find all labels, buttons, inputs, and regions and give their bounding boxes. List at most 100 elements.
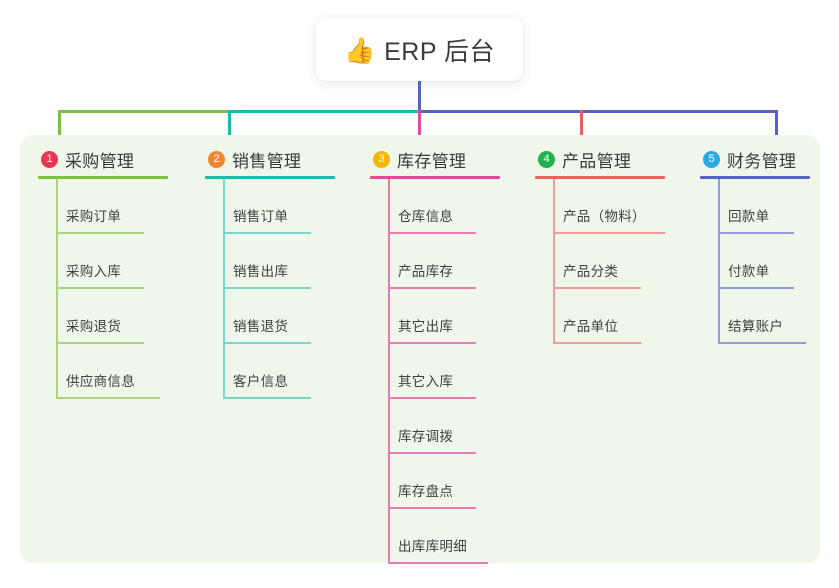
leaf-item-underline [56, 342, 144, 344]
leaf-item[interactable]: 销售退货 [223, 289, 355, 344]
leaf-item[interactable]: 付款单 [718, 234, 830, 289]
leaf-item-underline [718, 342, 806, 344]
branch-title: 库存管理 [397, 151, 467, 171]
branch-spine [56, 179, 58, 399]
leaf-item-underline [553, 342, 641, 344]
diagram-panel [20, 135, 820, 563]
leaf-item-label: 库存盘点 [398, 484, 454, 499]
leaf-item-underline [553, 287, 641, 289]
leaf-item[interactable]: 出库库明细 [388, 509, 520, 564]
branch-title: 财务管理 [727, 151, 797, 171]
leaf-item-underline [388, 232, 476, 234]
root-node[interactable]: 👍 ERP 后台 [316, 18, 523, 81]
branch-drop-3 [418, 110, 421, 136]
leaf-item-label: 销售出库 [233, 264, 289, 279]
branch-header-4[interactable]: 4 产品管理 [535, 147, 685, 171]
leaf-item-underline [56, 232, 144, 234]
leaf-item[interactable]: 销售出库 [223, 234, 355, 289]
leaf-item[interactable]: 客户信息 [223, 344, 355, 399]
branch-drop-4 [580, 110, 583, 136]
leaf-item-underline [56, 397, 160, 399]
leaf-item-underline [223, 232, 311, 234]
leaf-item-label: 采购入库 [66, 264, 122, 279]
leaf-item-underline [56, 287, 144, 289]
leaf-item-underline [388, 397, 476, 399]
leaf-item-underline [223, 397, 311, 399]
thumbs-up-icon: 👍 [343, 36, 376, 65]
leaf-item-underline [388, 562, 488, 564]
leaf-item-label: 结算账户 [728, 319, 784, 334]
leaf-item-underline [388, 287, 476, 289]
branch-title: 采购管理 [65, 151, 135, 171]
leaf-item[interactable]: 库存调拨 [388, 399, 520, 454]
leaf-item-label: 供应商信息 [66, 374, 135, 389]
leaf-item-underline [388, 342, 476, 344]
leaf-item-label: 付款单 [728, 264, 770, 279]
branch-header-3[interactable]: 3 库存管理 [370, 147, 520, 171]
leaf-item[interactable]: 其它入库 [388, 344, 520, 399]
branch-column-5: 5 财务管理回款单付款单结算账户 [700, 147, 830, 344]
leaf-item[interactable]: 采购退货 [56, 289, 188, 344]
branch-header-5[interactable]: 5 财务管理 [700, 147, 830, 171]
branch-leaf-list: 销售订单销售出库销售退货客户信息 [205, 179, 355, 399]
branch-spine [223, 179, 225, 399]
branch-leaf-list: 采购订单采购入库采购退货供应商信息 [38, 179, 188, 399]
leaf-item-label: 回款单 [728, 209, 770, 224]
leaf-item-label: 采购订单 [66, 209, 122, 224]
branch-header-1[interactable]: 1 采购管理 [38, 147, 188, 171]
root-node-title: ERP 后台 [384, 37, 496, 66]
branch-spine [553, 179, 555, 344]
branch-leaf-list: 仓库信息产品库存其它出库其它入库库存调拨库存盘点出库库明细 [370, 179, 520, 564]
trunk-segment-blue [418, 110, 776, 113]
leaf-item[interactable]: 销售订单 [223, 179, 355, 234]
leaf-item-label: 仓库信息 [398, 209, 454, 224]
branch-leaf-list: 产品（物料） 产品分类产品单位 [535, 179, 685, 344]
branch-spine [388, 179, 390, 564]
branch-number-badge: 3 [373, 150, 390, 168]
leaf-item-label: 销售订单 [233, 209, 289, 224]
branch-number-badge: 2 [208, 150, 225, 168]
leaf-item[interactable]: 采购入库 [56, 234, 188, 289]
leaf-item-label: 采购退货 [66, 319, 122, 334]
leaf-item[interactable]: 产品单位 [553, 289, 685, 344]
branch-number-badge: 1 [41, 150, 58, 168]
leaf-item[interactable]: 其它出库 [388, 289, 520, 344]
leaf-item[interactable]: 仓库信息 [388, 179, 520, 234]
leaf-item-label: 产品分类 [563, 264, 619, 279]
leaf-item[interactable]: 采购订单 [56, 179, 188, 234]
branch-title: 产品管理 [562, 151, 632, 171]
leaf-item-label: 产品库存 [398, 264, 454, 279]
leaf-item-label: 客户信息 [233, 374, 289, 389]
leaf-item-label: 产品（物料） [563, 209, 646, 224]
leaf-item-underline [223, 342, 311, 344]
branch-underline [370, 176, 500, 179]
leaf-item[interactable]: 回款单 [718, 179, 830, 234]
branch-number-badge: 4 [538, 150, 555, 168]
leaf-item[interactable]: 产品（物料） [553, 179, 685, 234]
leaf-item[interactable]: 产品库存 [388, 234, 520, 289]
branch-column-1: 1 采购管理采购订单采购入库采购退货供应商信息 [38, 147, 188, 399]
branch-number-badge: 5 [703, 150, 720, 168]
leaf-item-label: 其它出库 [398, 319, 454, 334]
leaf-item-underline [553, 232, 665, 234]
branch-title: 销售管理 [232, 151, 302, 171]
branch-drop-2 [228, 110, 231, 136]
trunk-segment-teal [228, 110, 420, 113]
leaf-item[interactable]: 产品分类 [553, 234, 685, 289]
leaf-item[interactable]: 库存盘点 [388, 454, 520, 509]
branch-drop-5 [775, 110, 778, 136]
leaf-item[interactable]: 结算账户 [718, 289, 830, 344]
branch-leaf-list: 回款单付款单结算账户 [700, 179, 830, 344]
leaf-item-underline [718, 287, 794, 289]
leaf-item-underline [223, 287, 311, 289]
leaf-item-underline [718, 232, 794, 234]
root-stem-connector [418, 81, 421, 111]
branch-header-2[interactable]: 2 销售管理 [205, 147, 355, 171]
branch-underline [700, 176, 810, 179]
branch-underline [205, 176, 335, 179]
branch-column-3: 3 库存管理仓库信息产品库存其它出库其它入库库存调拨库存盘点出库库明细 [370, 147, 520, 564]
branch-drop-1 [58, 110, 61, 136]
trunk-segment-green [58, 110, 230, 113]
leaf-item[interactable]: 供应商信息 [56, 344, 188, 399]
